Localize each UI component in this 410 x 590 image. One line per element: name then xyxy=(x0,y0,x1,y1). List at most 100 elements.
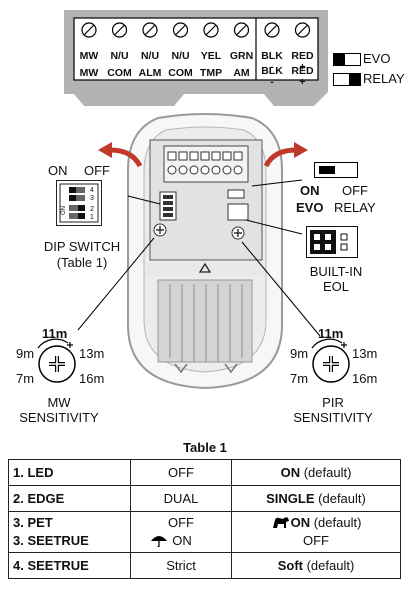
pir-dial-top-label: 11m xyxy=(318,326,344,341)
pir-sensitivity-label-line1: PIR xyxy=(322,395,344,410)
board-screw-icon xyxy=(189,165,199,175)
row-off-value: OFF xyxy=(130,459,232,486)
row-off-value: OFF ON xyxy=(130,511,232,553)
board-screw-icon xyxy=(167,165,177,175)
row-on-rest: (default) xyxy=(302,558,355,573)
row-name: 3. PET 3. SEETRUE xyxy=(8,511,131,553)
umbrella-icon xyxy=(151,536,168,548)
mw-dial-13m: 13m xyxy=(79,346,105,361)
row-on-rest: (default) xyxy=(300,465,352,480)
terminal-bottom-label: AM xyxy=(233,67,250,79)
dip-switch-subtitle: (Table 1) xyxy=(56,255,108,270)
row-on-bold: SINGLE xyxy=(266,491,315,506)
selector-off-label: OFF xyxy=(342,183,368,198)
row-name: 2. EDGE xyxy=(8,485,131,512)
dip-board-on-label: ON xyxy=(61,206,67,215)
open-left-arrow-icon xyxy=(98,142,143,168)
board-screw-icon xyxy=(233,165,243,175)
row-on-rest: (default) xyxy=(310,515,362,530)
row-off-pet: OFF xyxy=(168,515,194,530)
row-on-value: ON (default) OFF xyxy=(231,511,401,553)
dip-number-4: 4 xyxy=(90,187,94,194)
pir-dial-7m: 7m xyxy=(290,371,309,386)
pet-dog-icon xyxy=(272,517,289,528)
relay-legend-label: RELAY xyxy=(363,71,405,86)
evo-relay-selector-icon xyxy=(314,162,358,178)
terminal-top-label: N/U xyxy=(140,50,160,62)
row-on-value: SINGLE (default) xyxy=(231,485,401,512)
row-on-bold: ON xyxy=(290,515,311,530)
table-row: 2. EDGE DUAL SINGLE (default) xyxy=(8,485,401,512)
row-on-seetrue: OFF xyxy=(303,533,329,548)
selector-on-label: ON xyxy=(300,183,320,198)
terminal-top-label: YEL xyxy=(200,50,222,62)
row-name-seetrue: 3. SEETRUE xyxy=(13,533,89,548)
row-name: 4. SEETRUE xyxy=(8,552,131,579)
selector-evo-label: EVO xyxy=(296,200,324,215)
board-screw-icon xyxy=(200,165,210,175)
terminal-top-label: RED + xyxy=(291,50,314,73)
mw-dial-9m: 9m xyxy=(16,346,35,361)
pir-dial-9m: 9m xyxy=(290,346,309,361)
terminal-bottom-label: COM xyxy=(107,67,132,79)
terminal-bottom-label: TMP xyxy=(199,67,223,79)
row-on-bold: ON xyxy=(280,465,301,480)
terminal-block xyxy=(64,10,328,106)
mw-sensitivity-dial-icon xyxy=(37,338,76,383)
row-on-value: Soft (default) xyxy=(231,552,401,579)
row-on-pet: ON (default) xyxy=(236,514,396,532)
row-name-pet: 3. PET xyxy=(13,515,53,530)
terminal-top-label: MW xyxy=(79,50,99,62)
settings-table: 1. LED OFF ON (default) 2. EDGE DUAL SIN… xyxy=(8,459,401,579)
terminal-bottom-label: RED + xyxy=(291,65,314,88)
detector-body xyxy=(77,113,321,390)
table-row: 4. SEETRUE Strict Soft (default) xyxy=(8,552,401,579)
mw-dial-7m: 7m xyxy=(16,371,35,386)
row-off-seetrue: ON xyxy=(115,532,227,550)
dip-on-label: ON xyxy=(48,163,68,178)
terminal-top-label: GRN xyxy=(229,50,254,62)
mw-sensitivity-label-line1: MW xyxy=(47,395,71,410)
table-title: Table 1 xyxy=(183,440,227,455)
relay-legend-switch-icon xyxy=(333,73,361,86)
dip-switch-icon xyxy=(56,180,102,226)
evo-legend-label: EVO xyxy=(363,51,391,66)
pir-dial-16m: 16m xyxy=(352,371,378,386)
board-screw-icon xyxy=(178,165,188,175)
row-off-value: DUAL xyxy=(130,485,232,512)
terminal-bottom-label: ALM xyxy=(138,67,162,79)
dip-off-label: OFF xyxy=(84,163,110,178)
terminal-bottom-label: COM xyxy=(168,67,193,79)
terminal-bottom-label: MW xyxy=(79,67,99,79)
pir-sensitivity-label-line2: SENSITIVITY xyxy=(293,410,373,425)
table-row: 3. PET 3. SEETRUE OFF ON ON (default) OF… xyxy=(8,511,401,553)
mw-sensitivity-label-line2: SENSITIVITY xyxy=(19,410,99,425)
row-name: 1. LED xyxy=(8,459,131,486)
terminal-top-label: BLK - xyxy=(261,50,283,73)
row-off-value: Strict xyxy=(130,552,232,579)
row-on-rest: (default) xyxy=(314,491,366,506)
dip-number-3: 3 xyxy=(90,195,94,202)
board-screw-icon xyxy=(211,165,221,175)
selector-relay-label: RELAY xyxy=(334,200,376,215)
terminal-bottom-label: BLK - xyxy=(261,65,283,88)
row-on-value: ON (default) xyxy=(231,459,401,486)
dip-number-1: 1 xyxy=(90,214,94,221)
pir-dial-13m: 13m xyxy=(352,346,378,361)
terminal-top-label: N/U xyxy=(171,50,190,62)
row-on-bold: Soft xyxy=(277,558,303,573)
evo-legend-switch-icon xyxy=(333,53,361,66)
eol-label-line2: EOL xyxy=(322,279,349,294)
board-screw-icon xyxy=(222,165,232,175)
row-off-seetrue-text: ON xyxy=(172,533,192,548)
terminal-top-label: N/U xyxy=(110,50,129,62)
open-right-arrow-icon xyxy=(263,142,308,168)
mw-dial-top-label: 11m xyxy=(42,326,68,341)
dip-number-2: 2 xyxy=(90,206,94,213)
eol-jumper-icon xyxy=(306,226,358,258)
eol-label-line1: BUILT-IN xyxy=(309,264,363,279)
mw-dial-16m: 16m xyxy=(79,371,105,386)
table-row: 1. LED OFF ON (default) xyxy=(8,459,401,486)
pir-sensitivity-dial-icon xyxy=(311,338,350,383)
dip-switch-title: DIP SWITCH xyxy=(43,239,121,254)
